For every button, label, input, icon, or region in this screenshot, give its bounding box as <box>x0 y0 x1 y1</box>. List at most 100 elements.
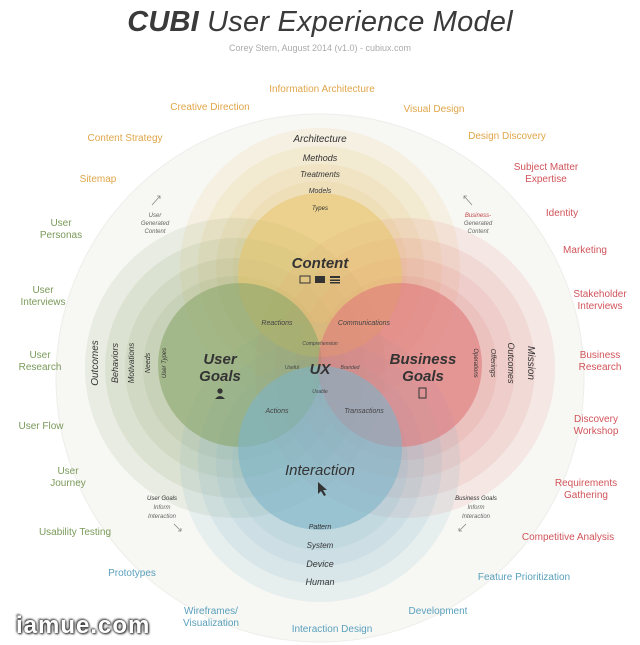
business-goals-label-1: Business <box>390 351 457 368</box>
label-user-research-2: Research <box>19 362 62 373</box>
label-user-personas-1: User <box>50 218 72 229</box>
arrow-up-right-icon <box>463 195 473 206</box>
label-requirements-1: Requirements <box>555 478 617 489</box>
label-feature-prioritization: Feature Prioritization <box>478 572 570 583</box>
ux-center-label: UX <box>310 361 332 378</box>
label-subject-matter-1: Subject Matter <box>514 162 579 173</box>
arrow-up-left-icon <box>151 195 161 206</box>
overlap-actions: Actions <box>265 408 289 415</box>
content-icons <box>299 275 340 284</box>
note-user-goals-inform-2: Inform <box>153 505 170 511</box>
label-user-interviews-1: User <box>32 285 54 296</box>
overlap-usable: Usable <box>312 389 328 395</box>
business-ring-label-offerings: Offerings <box>489 349 496 378</box>
person-icon <box>215 388 225 399</box>
label-information-architecture: Information Architecture <box>269 84 375 95</box>
user-ring-label-user-types: User Types <box>162 348 168 378</box>
user-ring-label-motivations: Motivations <box>127 343 136 383</box>
content-ring-label-methods: Methods <box>303 153 338 163</box>
label-identity: Identity <box>546 208 578 219</box>
label-content-strategy: Content Strategy <box>87 133 162 144</box>
video-icon <box>315 276 325 283</box>
user-goals-label-2: Goals <box>199 368 241 385</box>
cursor-icon <box>318 482 327 496</box>
user-goals-label-1: User <box>203 351 238 368</box>
label-requirements-2: Gathering <box>564 490 608 501</box>
label-marketing: Marketing <box>563 245 607 256</box>
content-ring-label-models: Models <box>309 188 332 195</box>
note-business-goals-inform-1: Business Goals <box>455 496 497 502</box>
user-ring-label-outcomes: Outcomes <box>90 340 101 386</box>
label-user-interviews-2: Interviews <box>20 297 65 308</box>
content-ring-label-treatments: Treatments <box>300 170 340 179</box>
overlap-reactions: Reactions <box>261 320 293 327</box>
note-business-goals-inform-2: Inform <box>467 505 484 511</box>
content-label: Content <box>292 255 350 272</box>
user-ring-label-needs: Needs <box>145 352 152 373</box>
note-user-generated-3: Content <box>144 229 165 235</box>
label-user-personas-2: Personas <box>40 230 82 241</box>
label-creative-direction: Creative Direction <box>170 102 249 113</box>
image-icon <box>299 275 311 284</box>
label-prototypes: Prototypes <box>108 568 156 579</box>
label-business-research-2: Research <box>579 362 622 373</box>
label-user-journey-1: User <box>57 466 79 477</box>
note-user-generated-1: User <box>149 213 163 219</box>
overlap-comprehension: Comprehension <box>302 341 338 347</box>
interaction-ring-label-human: Human <box>305 577 334 587</box>
note-business-generated-2: Generated <box>464 221 493 227</box>
arrow-down-right-icon <box>173 523 182 532</box>
interaction-label: Interaction <box>285 462 355 479</box>
overlap-communications: Communications <box>338 320 391 327</box>
note-business-generated-3: Content <box>467 229 488 235</box>
label-visual-design: Visual Design <box>404 104 465 115</box>
content-ring-label-types: Types <box>312 206 328 212</box>
label-business-research-1: Business <box>580 350 621 361</box>
label-discovery-workshop-1: Discovery <box>574 414 618 425</box>
business-ring-label-operations: Operations <box>472 348 478 377</box>
label-wireframes-1: Wireframes/ <box>184 606 238 617</box>
building-icon <box>418 387 427 399</box>
interaction-ring-label-device: Device <box>306 559 334 569</box>
user-ring-label-behaviors: Behaviors <box>110 342 120 383</box>
interaction-circle <box>238 366 402 530</box>
label-interaction-design: Interaction Design <box>292 624 373 635</box>
arrow-down-left-icon <box>458 523 467 532</box>
label-user-research-1: User <box>29 350 51 361</box>
label-user-flow: User Flow <box>18 421 64 432</box>
note-user-goals-inform-1: User Goals <box>147 496 177 502</box>
overlap-useful: Useful <box>285 365 300 371</box>
label-stakeholder-2: Interviews <box>577 301 622 312</box>
label-development: Development <box>409 606 468 617</box>
label-discovery-workshop-2: Workshop <box>574 426 619 437</box>
label-sitemap: Sitemap <box>80 174 117 185</box>
title-brand: CUBI <box>127 6 199 38</box>
label-competitive-analysis: Competitive Analysis <box>522 532 614 543</box>
label-subject-matter-2: Expertise <box>525 174 567 185</box>
business-goals-label-2: Goals <box>402 368 444 385</box>
page-subtitle: Corey Stern, August 2014 (v1.0) - cubiux… <box>228 43 412 53</box>
text-icon <box>330 276 340 278</box>
business-ring-label-mission: Mission <box>525 346 536 380</box>
business-ring-label-outcomes: Outcomes <box>506 342 516 384</box>
content-ring-label-architecture: Architecture <box>292 134 347 145</box>
interaction-ring-label-system: System <box>307 541 334 550</box>
label-user-journey-2: Journey <box>50 478 86 489</box>
watermark: iamue.com <box>16 612 151 639</box>
note-user-goals-inform-3: Interaction <box>148 514 177 520</box>
note-business-goals-inform-3: Interaction <box>462 514 491 520</box>
overlap-branded: Branded <box>341 365 360 371</box>
note-business-generated-1: Business- <box>465 213 491 219</box>
label-wireframes-2: Visualization <box>183 618 239 629</box>
text-icon-line-2 <box>330 282 340 284</box>
interaction-ring-label-pattern: Pattern <box>309 524 332 531</box>
label-design-discovery: Design Discovery <box>468 131 546 142</box>
label-stakeholder-1: Stakeholder <box>573 289 627 300</box>
overlap-transactions: Transactions <box>344 408 384 415</box>
page-title: CUBI User Experience Model <box>0 6 640 39</box>
note-user-generated-2: Generated <box>141 221 170 227</box>
text-icon-line <box>330 279 340 281</box>
label-usability-testing: Usability Testing <box>39 527 111 538</box>
